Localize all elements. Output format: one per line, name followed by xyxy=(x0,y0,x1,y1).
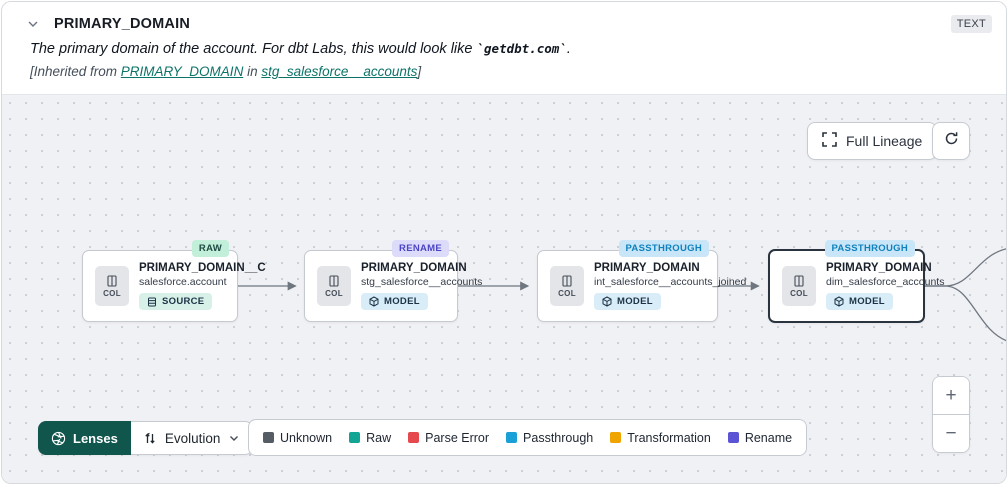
column-icon xyxy=(794,274,804,287)
model-icon xyxy=(369,296,379,307)
status-badge: PASSTHROUGH xyxy=(824,240,915,257)
source-icon xyxy=(148,297,156,306)
inherited-note: [Inherited from PRIMARY_DOMAIN in stg_sa… xyxy=(30,64,422,79)
lineage-node-stg[interactable]: RENAME COL PRIMARY_DOMAIN stg_salesforce… xyxy=(304,240,482,322)
node-title: PRIMARY_DOMAIN xyxy=(361,262,467,274)
column-chip: COL xyxy=(550,266,584,306)
full-lineage-label: Full Lineage xyxy=(846,133,923,149)
column-chip: COL xyxy=(95,266,129,306)
lenses-label: Lenses xyxy=(73,430,118,446)
expand-icon xyxy=(822,132,837,150)
inline-code: `getdbt.com` xyxy=(476,41,567,56)
legend-swatch xyxy=(263,432,274,443)
aperture-icon xyxy=(51,431,66,445)
lenses-button[interactable]: Lenses xyxy=(38,421,131,455)
refresh-button[interactable] xyxy=(932,122,970,160)
lens-selected-label: Evolution xyxy=(164,430,221,446)
resource-badge: MODEL xyxy=(594,293,661,310)
full-lineage-button[interactable]: Full Lineage xyxy=(807,122,938,160)
refresh-icon xyxy=(943,130,960,152)
node-subtitle: dim_salesforce_accounts xyxy=(826,276,945,288)
legend-item: Parse Error xyxy=(408,431,489,445)
type-badge: TEXT xyxy=(950,15,992,33)
column-title: PRIMARY_DOMAIN xyxy=(54,16,190,32)
lineage-node-source[interactable]: RAW COL PRIMARY_DOMAIN__C salesforce.acc… xyxy=(82,240,266,322)
lens-legend: Unknown Raw Parse Error Passthrough Tran… xyxy=(248,419,808,456)
lineage-canvas[interactable]: Full Lineage RAW COL PRIMARY_DOMAIN__C s… xyxy=(2,95,1006,483)
column-icon xyxy=(329,274,339,287)
divider xyxy=(933,414,969,415)
legend-swatch xyxy=(349,432,361,443)
node-subtitle: stg_salesforce__accounts xyxy=(361,276,483,288)
column-chip: COL xyxy=(782,266,816,306)
resource-badge: MODEL xyxy=(826,293,893,310)
status-badge: RAW xyxy=(191,240,229,257)
inherited-column-link[interactable]: PRIMARY_DOMAIN xyxy=(120,64,244,79)
chevron-down-icon[interactable] xyxy=(26,17,40,31)
column-icon xyxy=(107,274,117,287)
status-badge: PASSTHROUGH xyxy=(618,240,709,257)
legend-swatch xyxy=(506,432,518,443)
lens-dropdown[interactable]: Evolution xyxy=(130,421,254,455)
node-subtitle: int_salesforce__accounts_joined xyxy=(594,276,747,288)
legend-item: Passthrough xyxy=(506,431,593,445)
column-chip: COL xyxy=(317,266,351,306)
zoom-out-button[interactable]: − xyxy=(933,415,969,452)
legend-item: Transformation xyxy=(610,431,711,445)
legend-item: Rename xyxy=(727,431,792,445)
evolution-icon xyxy=(145,432,155,444)
legend-swatch xyxy=(727,432,739,443)
legend-item: Unknown xyxy=(263,431,332,445)
node-title: PRIMARY_DOMAIN xyxy=(826,262,932,274)
zoom-in-button[interactable]: + xyxy=(933,377,969,414)
resource-badge: SOURCE xyxy=(139,293,213,310)
model-icon xyxy=(834,296,844,307)
node-title: PRIMARY_DOMAIN xyxy=(594,262,700,274)
lineage-node-int[interactable]: PASSTHROUGH COL PRIMARY_DOMAIN int_sales… xyxy=(537,240,746,322)
inherited-model-link[interactable]: stg_salesforce__accounts xyxy=(261,64,418,79)
model-icon xyxy=(602,296,612,307)
node-subtitle: salesforce.account xyxy=(139,276,227,288)
lenses-control: Lenses Evolution xyxy=(38,421,254,455)
legend-swatch xyxy=(408,432,420,443)
column-description: The primary domain of the account. For d… xyxy=(30,41,571,57)
lineage-node-dim-selected[interactable]: PASSTHROUGH COL PRIMARY_DOMAIN dim_sales… xyxy=(768,240,944,323)
zoom-controls: + − xyxy=(932,376,970,453)
legend-item: Raw xyxy=(349,431,391,445)
legend-swatch xyxy=(610,432,622,443)
status-badge: RENAME xyxy=(392,240,449,257)
header: PRIMARY_DOMAIN TEXT The primary domain o… xyxy=(2,2,1006,95)
column-icon xyxy=(562,274,572,287)
resource-badge: MODEL xyxy=(361,293,428,310)
node-title: PRIMARY_DOMAIN__C xyxy=(139,262,266,274)
chevron-down-icon xyxy=(230,436,239,441)
